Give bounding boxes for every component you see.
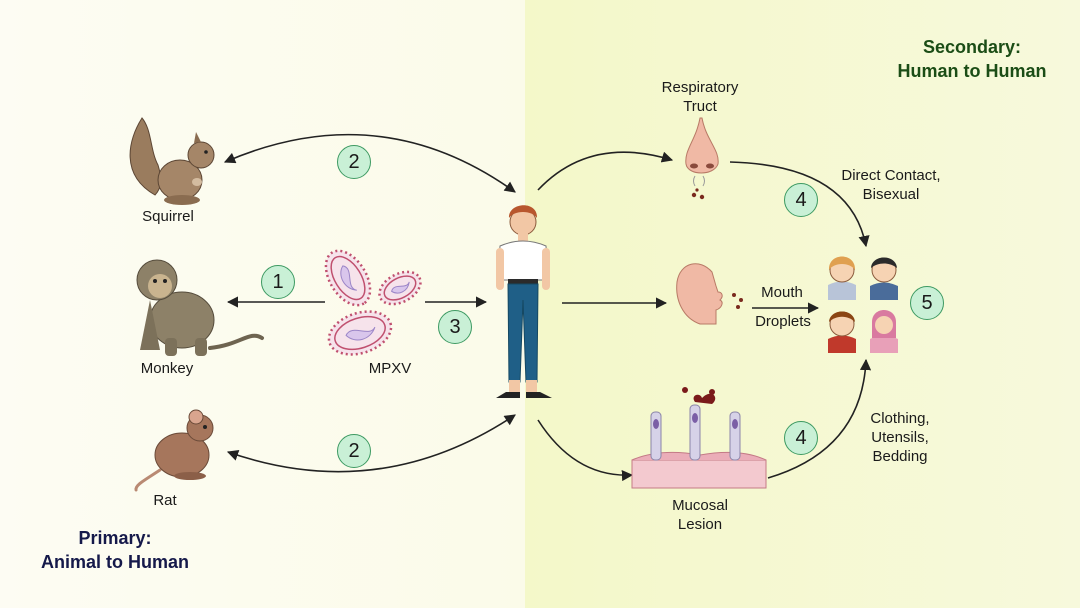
label-mucosal-lesion: Mucosal Lesion [650,496,750,534]
label-direct-contact: Direct Contact, Bisexual [826,166,956,204]
label-rat: Rat [153,492,177,509]
step-badge-4-top: 4 [784,183,818,217]
arrows [223,133,872,482]
label-mouth: Mouth [761,284,803,301]
label-droplets: Droplets [755,313,811,330]
primary-title: Primary: Animal to Human [20,526,210,574]
arrow-human-lesion [537,419,634,482]
monkey-icon [136,259,264,356]
person-a [828,256,856,300]
virus-icon [324,249,422,356]
mucosal-lesion-icon [631,387,767,489]
secondary-panel [525,0,1080,608]
label-respiratory-tract: Respiratory Truct [640,78,760,116]
label-monkey: Monkey [140,360,194,377]
label-clothing-line3: Bedding [872,448,928,465]
arrow-human-nose [537,151,674,191]
arrow-rat-human [226,414,516,473]
step-badge-2-top: 2 [337,145,371,179]
label-mucosal-line2: Lesion [677,516,723,533]
secondary-title-line2: Human to Human [897,61,1047,81]
step-badge-2-bottom: 2 [337,434,371,468]
label-respiratory-line1: Respiratory [661,79,739,96]
secondary-title-line1: Secondary: [922,37,1022,57]
label-clothing-line2: Utensils, [871,429,929,446]
rat-icon [134,409,214,492]
person-b [870,257,898,300]
primary-title-line2: Animal to Human [40,552,189,572]
person-d [870,310,898,353]
nose-icon [685,117,719,200]
label-direct-line1: Direct Contact, [841,167,941,184]
step-badge-1: 1 [261,265,295,299]
label-mucosal-line1: Mucosal [672,497,728,514]
step-badge-3: 3 [438,310,472,344]
step-badge-4-bottom: 4 [784,421,818,455]
label-squirrel: Squirrel [142,208,194,225]
squirrel-icon [129,117,215,205]
arrow-nose-people [729,161,870,248]
label-direct-line2: Bisexual [862,186,920,203]
step-badge-5: 5 [910,286,944,320]
secondary-title: Secondary: Human to Human [862,35,1080,83]
primary-panel [0,0,525,608]
face-droplets-icon [676,263,743,325]
label-clothing: Clothing, Utensils, Bedding [850,409,950,466]
person-c [828,311,856,353]
arrow-squirrel-human [223,133,516,193]
people-group-icon [828,256,898,353]
label-respiratory-line2: Truct [683,98,717,115]
arrow-lesion-people [767,358,872,479]
label-clothing-line1: Clothing, [870,410,930,427]
person-icon [496,205,552,398]
label-mpxv: MPXV [368,360,412,377]
primary-title-line1: Primary: [78,528,152,548]
